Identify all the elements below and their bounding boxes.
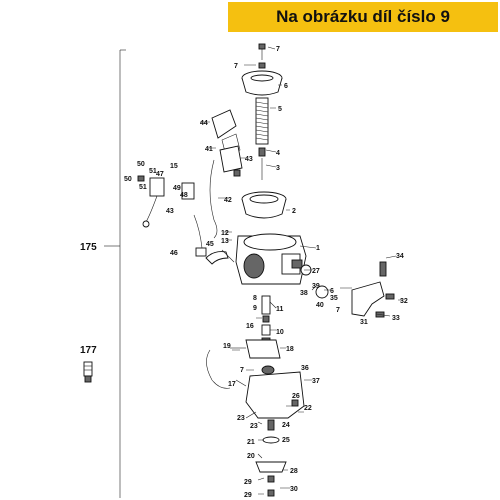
callout-24: 24 bbox=[282, 422, 290, 429]
callout-6: 6 bbox=[330, 288, 334, 295]
callout-5: 5 bbox=[278, 106, 282, 113]
callout-37: 37 bbox=[312, 378, 320, 385]
callout-19: 19 bbox=[223, 343, 231, 350]
intake-hose bbox=[205, 251, 229, 265]
callout-49: 49 bbox=[173, 185, 181, 192]
callout-33: 33 bbox=[392, 315, 400, 322]
callout-29: 29 bbox=[244, 492, 252, 499]
spring bbox=[255, 97, 269, 145]
callout-32: 32 bbox=[400, 298, 408, 305]
callout-39: 39 bbox=[312, 283, 320, 290]
part-number-banner: Na obrázku díl číslo 9 bbox=[228, 2, 498, 32]
callout-7: 7 bbox=[276, 46, 280, 53]
callout-45: 45 bbox=[206, 241, 214, 248]
callout-34: 34 bbox=[396, 253, 404, 260]
callout-12: 12 bbox=[221, 230, 229, 237]
callout-28: 28 bbox=[290, 468, 298, 475]
callout-3: 3 bbox=[276, 165, 280, 172]
callout-15: 15 bbox=[170, 163, 178, 170]
callout-31: 31 bbox=[360, 319, 368, 326]
callout-41: 41 bbox=[205, 146, 213, 153]
assembly-label-175: 175 bbox=[80, 242, 97, 253]
callout-22: 22 bbox=[304, 405, 312, 412]
callout-1: 1 bbox=[316, 245, 320, 252]
callout-18: 18 bbox=[286, 346, 294, 353]
callout-44: 44 bbox=[200, 120, 208, 127]
callout-50: 50 bbox=[137, 161, 145, 168]
callout-4: 4 bbox=[276, 150, 280, 157]
callout-46: 46 bbox=[170, 250, 178, 257]
diaphragm bbox=[241, 191, 287, 219]
callout-38: 38 bbox=[300, 290, 308, 297]
callout-10: 10 bbox=[276, 329, 284, 336]
callout-26: 26 bbox=[292, 393, 300, 400]
callout-51: 51 bbox=[149, 168, 157, 175]
callout-13: 13 bbox=[221, 238, 229, 245]
callout-21: 21 bbox=[247, 439, 255, 446]
callout-11: 11 bbox=[276, 306, 284, 313]
callout-42: 42 bbox=[224, 197, 232, 204]
drain-stack bbox=[255, 419, 287, 497]
cable-boot bbox=[211, 109, 241, 157]
callout-40: 40 bbox=[316, 302, 324, 309]
callout-2: 2 bbox=[292, 208, 296, 215]
callout-17: 17 bbox=[228, 381, 236, 388]
top-screw bbox=[258, 43, 266, 69]
callout-9: 9 bbox=[253, 305, 257, 312]
callout-36: 36 bbox=[301, 365, 309, 372]
assembly-label-177: 177 bbox=[80, 345, 97, 356]
callout-8: 8 bbox=[253, 295, 257, 302]
callout-6: 6 bbox=[284, 83, 288, 90]
choke-unit bbox=[209, 145, 243, 239]
callout-23: 23 bbox=[237, 415, 245, 422]
sensor-group bbox=[137, 175, 207, 257]
callout-20: 20 bbox=[247, 453, 255, 460]
callout-35: 35 bbox=[330, 295, 338, 302]
needle bbox=[258, 147, 266, 180]
screw-177 bbox=[83, 361, 93, 383]
callout-50: 50 bbox=[124, 176, 132, 183]
callout-25: 25 bbox=[282, 437, 290, 444]
callout-23: 23 bbox=[250, 423, 258, 430]
top-cap bbox=[241, 70, 283, 96]
float-bowl bbox=[245, 365, 305, 419]
float bbox=[206, 339, 281, 389]
callout-43: 43 bbox=[245, 156, 253, 163]
callout-7: 7 bbox=[336, 307, 340, 314]
callout-7: 7 bbox=[240, 367, 244, 374]
callout-51: 51 bbox=[139, 184, 147, 191]
jet-stack bbox=[261, 295, 271, 345]
callout-30: 30 bbox=[290, 486, 298, 493]
callout-27: 27 bbox=[312, 268, 320, 275]
callout-16: 16 bbox=[246, 323, 254, 330]
carburetor-body bbox=[235, 233, 307, 285]
callout-48: 48 bbox=[180, 192, 188, 199]
callout-29: 29 bbox=[244, 479, 252, 486]
callout-7: 7 bbox=[234, 63, 238, 70]
callout-43: 43 bbox=[166, 208, 174, 215]
callout-47: 47 bbox=[156, 171, 164, 178]
leader-lines bbox=[200, 46, 402, 495]
